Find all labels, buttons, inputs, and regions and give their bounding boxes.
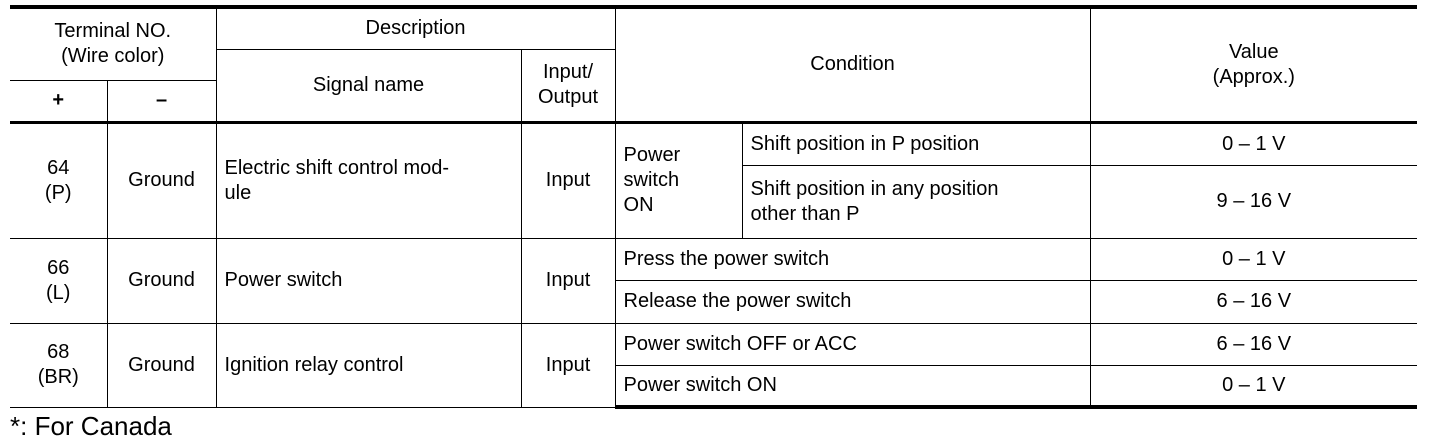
condition-header: Condition bbox=[614, 5, 1091, 123]
wire-color: (BR) bbox=[37, 366, 79, 388]
ground-cell: Ground bbox=[106, 120, 217, 239]
signal-name-line: ule bbox=[224, 181, 252, 204]
value-header: Value (Approx.) bbox=[1089, 5, 1418, 123]
header-row-3: + – bbox=[10, 79, 1417, 123]
output-label: Output bbox=[538, 86, 599, 108]
table-row: Shift position in any position other tha… bbox=[10, 164, 1418, 239]
ground-cell: Ground bbox=[106, 237, 217, 324]
value-cell: 6 – 16 V bbox=[1089, 279, 1418, 324]
input-output-header: Input/ Output bbox=[520, 48, 616, 123]
description-header: Description bbox=[215, 5, 616, 50]
condition-group-line: ON bbox=[623, 194, 654, 216]
value-cell: 6 – 16 V bbox=[1089, 322, 1418, 366]
condition-line: other than P bbox=[750, 202, 860, 225]
condition-line: Shift position in any position bbox=[750, 177, 999, 200]
signal-name-line: Electric shift control mod- bbox=[224, 156, 450, 179]
minus-header: – bbox=[106, 79, 217, 123]
condition-cell: Release the power switch bbox=[614, 279, 1091, 324]
condition-cell: Press the power switch bbox=[614, 237, 1091, 281]
condition-cell: Power switch ON bbox=[614, 364, 1091, 409]
signal-name-cell: Electric shift control mod- ule bbox=[215, 120, 522, 239]
table-row: 66 (L) Ground Power switch Input Press t… bbox=[10, 237, 1418, 324]
header-row-2: Signal name Input/ Output bbox=[10, 48, 1417, 123]
header-row-1: Terminal NO. (Wire color) Description Co… bbox=[10, 5, 1418, 123]
value-cell: 9 – 16 V bbox=[1089, 164, 1418, 239]
terminal-cell: 66 (L) bbox=[10, 237, 108, 324]
condition-group-line: switch bbox=[623, 169, 680, 191]
table-row: Power switch ON 0 – 1 V bbox=[10, 364, 1418, 409]
ground-cell: Ground bbox=[106, 322, 217, 408]
condition-cell: Shift position in P position bbox=[741, 120, 1091, 166]
plus-header: + bbox=[10, 79, 108, 123]
condition-cell: Shift position in any position other tha… bbox=[741, 164, 1091, 239]
terminal-number: 66 bbox=[47, 256, 70, 279]
signal-name-cell: Power switch bbox=[215, 237, 522, 324]
wire-color: (L) bbox=[46, 281, 71, 304]
terminal-number: 68 bbox=[47, 341, 70, 363]
table-row: 64 (P) Ground Electric shift control mod… bbox=[10, 120, 1418, 239]
footnote: *: For Canada bbox=[10, 411, 172, 441]
value-cell: 0 – 1 V bbox=[1089, 237, 1418, 281]
terminal-no-header: Terminal NO. (Wire color) bbox=[10, 5, 217, 81]
input-label: Input/ bbox=[543, 61, 594, 83]
value-cell: 0 – 1 V bbox=[1089, 364, 1418, 409]
approx-label: (Approx.) bbox=[1212, 65, 1295, 88]
io-cell: Input bbox=[520, 237, 616, 324]
terminal-cell: 64 (P) bbox=[10, 120, 108, 239]
signal-name-header: Signal name bbox=[215, 48, 522, 123]
signal-name-cell: Ignition relay control bbox=[215, 322, 522, 408]
condition-group-line: Power bbox=[623, 144, 681, 166]
terminal-number: 64 bbox=[47, 156, 70, 179]
value-label: Value bbox=[1228, 40, 1279, 63]
condition-cell: Power switch OFF or ACC bbox=[614, 322, 1091, 366]
io-cell: Input bbox=[520, 120, 616, 239]
terminal-cell: 68 (BR) bbox=[10, 322, 108, 408]
table-row: 68 (BR) Ground Ignition relay control In… bbox=[10, 322, 1418, 408]
terminal-spec-table: Terminal NO. (Wire color) Description Co… bbox=[10, 5, 1418, 409]
wire-color-label: (Wire color) bbox=[61, 45, 165, 68]
io-cell: Input bbox=[520, 322, 616, 408]
value-cell: 0 – 1 V bbox=[1089, 120, 1418, 166]
terminal-no-label: Terminal NO. bbox=[54, 20, 172, 43]
table-row: Release the power switch 6 – 16 V bbox=[10, 279, 1418, 324]
wire-color: (P) bbox=[44, 181, 72, 204]
condition-group-cell: Power switch ON bbox=[614, 120, 743, 239]
